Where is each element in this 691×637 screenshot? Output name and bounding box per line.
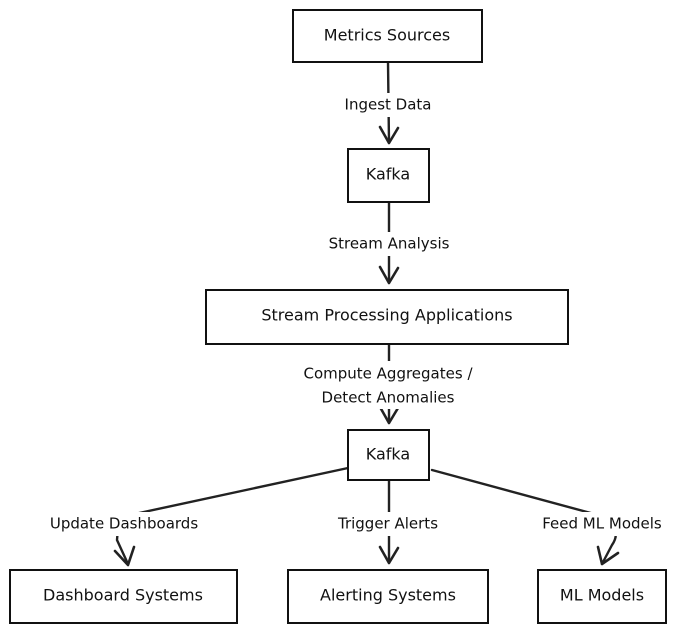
edge-update-dashboards: Update Dashboards xyxy=(22,466,350,567)
node-metrics-sources: Metrics Sources xyxy=(292,9,483,63)
edge-label-stream-analysis: Stream Analysis xyxy=(329,235,450,253)
node-ml-models: ML Models xyxy=(537,569,667,624)
edge-compute-aggregates: Compute Aggregates / Detect Anomalies xyxy=(273,342,503,425)
node-label-kafka-ingest: Kafka xyxy=(366,165,410,184)
edge-label-update-dashboards: Update Dashboards xyxy=(50,515,198,533)
node-label-alerting-systems: Alerting Systems xyxy=(320,586,456,605)
node-label-stream-processing: Stream Processing Applications xyxy=(261,306,512,325)
edge-feed-ml-models: Feed ML Models xyxy=(430,468,682,566)
edge-label-feed-ml-models: Feed ML Models xyxy=(542,515,662,533)
node-kafka-ingest: Kafka xyxy=(347,148,430,203)
node-label-kafka-output: Kafka xyxy=(366,445,410,464)
edge-label-trigger-alerts: Trigger Alerts xyxy=(337,515,438,533)
node-dashboard-systems: Dashboard Systems xyxy=(9,569,238,624)
node-label-dashboard-systems: Dashboard Systems xyxy=(43,586,203,605)
node-alerting-systems: Alerting Systems xyxy=(287,569,489,624)
edge-ingest-data: Ingest Data xyxy=(322,60,454,145)
edge-label-compute-aggregates: Compute Aggregates / xyxy=(304,365,474,383)
edge-label-detect-anomalies: Detect Anomalies xyxy=(322,389,455,407)
node-label-ml-models: ML Models xyxy=(560,586,644,605)
edge-label-ingest-data: Ingest Data xyxy=(345,96,432,114)
node-label-metrics-sources: Metrics Sources xyxy=(324,26,450,45)
edge-stream-analysis: Stream Analysis xyxy=(306,200,472,285)
node-kafka-output: Kafka xyxy=(347,429,430,481)
edge-trigger-alerts: Trigger Alerts xyxy=(313,478,463,565)
node-stream-processing: Stream Processing Applications xyxy=(205,289,569,345)
